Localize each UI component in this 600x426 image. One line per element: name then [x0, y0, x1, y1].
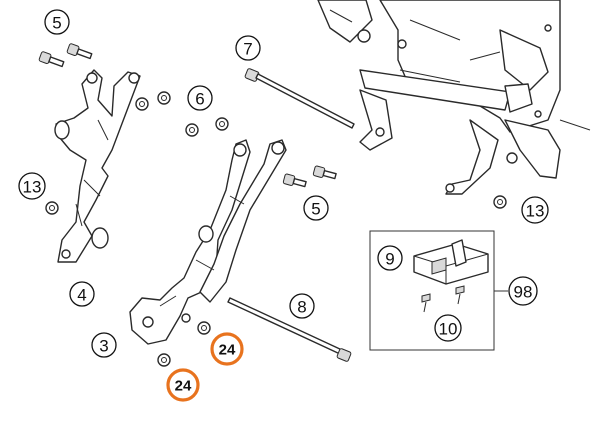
callout-5-middle: 5: [303, 195, 329, 221]
callout-label: 24: [175, 378, 192, 395]
callout-label: 3: [99, 337, 108, 356]
callout-label: 10: [439, 320, 458, 339]
callout-label: 6: [195, 90, 204, 109]
callout-label: 7: [243, 40, 252, 59]
callout-label: 4: [77, 286, 86, 305]
callout-label: 9: [385, 250, 394, 269]
callout-7: 7: [235, 35, 261, 61]
callout-6: 6: [187, 85, 213, 111]
kit-box: [369, 230, 508, 351]
callout-label: 8: [297, 298, 306, 317]
callout-4: 4: [69, 281, 95, 307]
kit-screws: [421, 285, 465, 313]
long-bolt-lower: [227, 297, 352, 362]
callout-label: 98: [514, 283, 533, 302]
callout-label: 24: [219, 342, 236, 359]
screw-pair-top: [38, 43, 93, 68]
kit-block: [413, 239, 489, 285]
callout-5-top: 5: [44, 9, 70, 35]
side-stand-bracket: [129, 139, 287, 345]
bracket-left: [54, 69, 141, 263]
frame-assembly: [317, 0, 591, 195]
nuts: [45, 91, 507, 367]
callout-label: 13: [526, 202, 545, 221]
callout-8: 8: [289, 293, 315, 319]
callout-10: 10: [434, 314, 462, 342]
callout-24-upper-highlighted: 24: [210, 332, 244, 366]
callout-label: 5: [311, 200, 320, 219]
callout-label: 5: [52, 14, 61, 33]
highlight-ring: [210, 332, 244, 366]
screw-pair-middle: [282, 165, 337, 188]
callout-13-left: 13: [18, 172, 46, 200]
highlight-ring: [166, 368, 200, 402]
callout-24-lower-highlighted: 24: [166, 368, 200, 402]
callout-3: 3: [91, 332, 117, 358]
long-bolt-upper: [244, 68, 355, 129]
callout-label: 13: [23, 178, 42, 197]
callout-13-right: 13: [521, 196, 549, 224]
callout-9: 9: [377, 245, 403, 271]
callout-98: 98: [508, 276, 538, 306]
